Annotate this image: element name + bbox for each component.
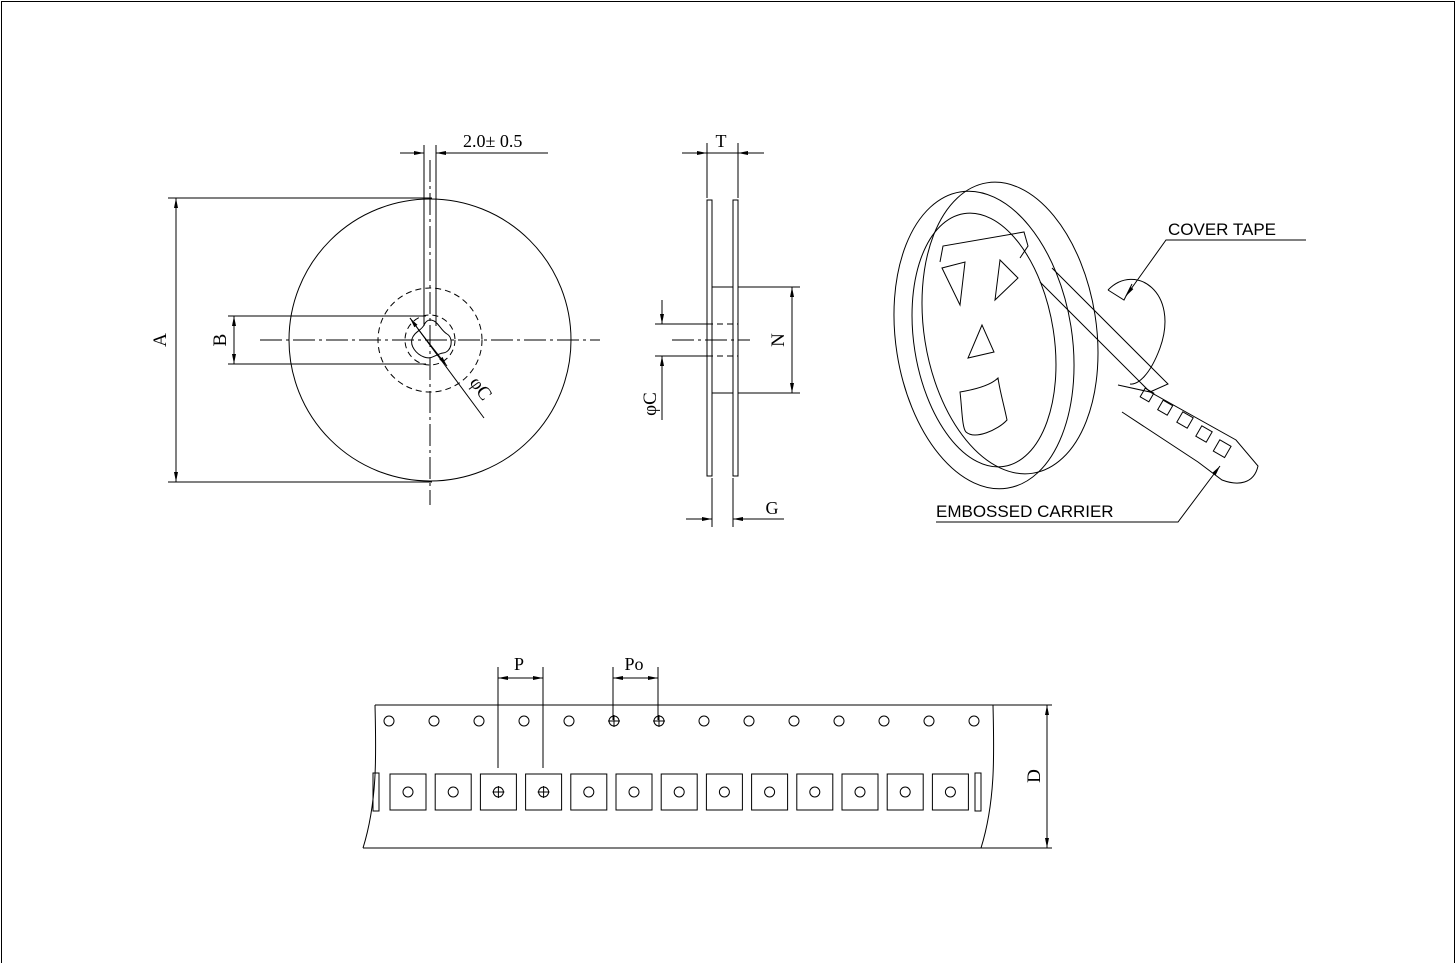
slot-width-label: 2.0± 0.5 [463,131,522,151]
carrier-pocket [1139,387,1155,403]
pocket-hole [854,786,866,798]
component-pocket [931,773,969,811]
sprocket-hole [473,715,485,727]
embossed-carrier-label: EMBOSSED CARRIER [936,502,1114,521]
pocket-hole [583,786,595,798]
cover-tape-curl [1107,278,1166,385]
pocket-hole [673,786,685,798]
pocket-hole [809,786,821,798]
pocket-partial-left [372,772,380,812]
dim-b-label: B [210,334,231,347]
sprocket-hole [518,715,530,727]
component-pocket [389,773,427,811]
sprocket-hole [698,715,710,727]
dim-g-label: G [766,498,779,518]
cover-tape-leader [1125,239,1306,297]
carrier-pocket [1176,411,1194,429]
hub-inner-outline [404,314,456,366]
rear-flange [921,181,1099,475]
tape-left-break [362,704,377,849]
component-pocket [479,773,517,811]
sprocket-hole [878,715,890,727]
sprocket-hole [788,715,800,727]
carrier-pocket [1156,399,1174,416]
reel-isometric-view: COVER TAPE EMBOSSED CARRIER [893,181,1306,523]
sprocket-hole [923,715,935,727]
pocket-hole [402,786,414,798]
component-pocket [615,773,653,811]
reel-front-view: 2.0± 0.5 A B φC [150,131,600,505]
dim-po-label: Po [624,654,643,674]
dim-c-arrow-bottom [417,328,448,367]
pocket-hole [718,786,730,798]
component-pocket [796,773,834,811]
dim-n-label: N [768,333,789,347]
sprocket-hole [563,715,575,727]
component-pockets [389,773,969,811]
window-bottom [959,376,1008,436]
component-pocket [660,773,698,811]
carrier-pocket [1212,439,1232,459]
component-pocket [841,773,879,811]
tape-wrap [1039,267,1169,393]
pocket-hole [447,786,459,798]
front-flange-outer [893,190,1075,490]
sprocket-hole [968,715,980,727]
component-pocket [570,773,608,811]
pocket-hole [628,786,640,798]
dim-d-label: D [1024,769,1045,783]
pocket-hole [899,786,911,798]
component-pocket [886,773,924,811]
sprocket-holes [383,715,980,727]
pocket-partial-right [974,772,982,812]
carrier-pockets [1139,387,1232,459]
tape-right-break [980,704,995,849]
flange-left [706,199,713,477]
carrier-pocket [1195,425,1213,443]
component-pocket [434,773,472,811]
dim-c-side-label: φC [640,392,661,416]
hub-notch-top [939,231,1029,263]
sprocket-hole [743,715,755,727]
window-center [967,323,995,359]
pocket-hole [764,786,776,798]
spindle-hole [411,319,452,359]
pocket-hole [944,786,956,798]
flange-right [732,199,739,477]
front-flange-inner [911,212,1057,468]
carrier-tape [1117,384,1259,484]
dim-p-label: P [514,654,524,674]
reel-side-view: T N φC G [640,131,800,527]
dim-t-label: T [716,131,727,151]
window-left [941,261,966,307]
dim-c-label: φC [465,373,496,404]
dim-a-label: A [150,333,171,347]
carrier-tape-strip: P Po D [362,654,1052,849]
component-pocket [751,773,789,811]
embossed-carrier-leader [936,465,1221,523]
sprocket-hole [383,715,395,727]
sprocket-hole [428,715,440,727]
cover-tape-label: COVER TAPE [1168,220,1276,239]
component-pocket [705,773,743,811]
window-right [994,258,1019,302]
component-pocket [525,773,563,811]
sprocket-hole [833,715,845,727]
